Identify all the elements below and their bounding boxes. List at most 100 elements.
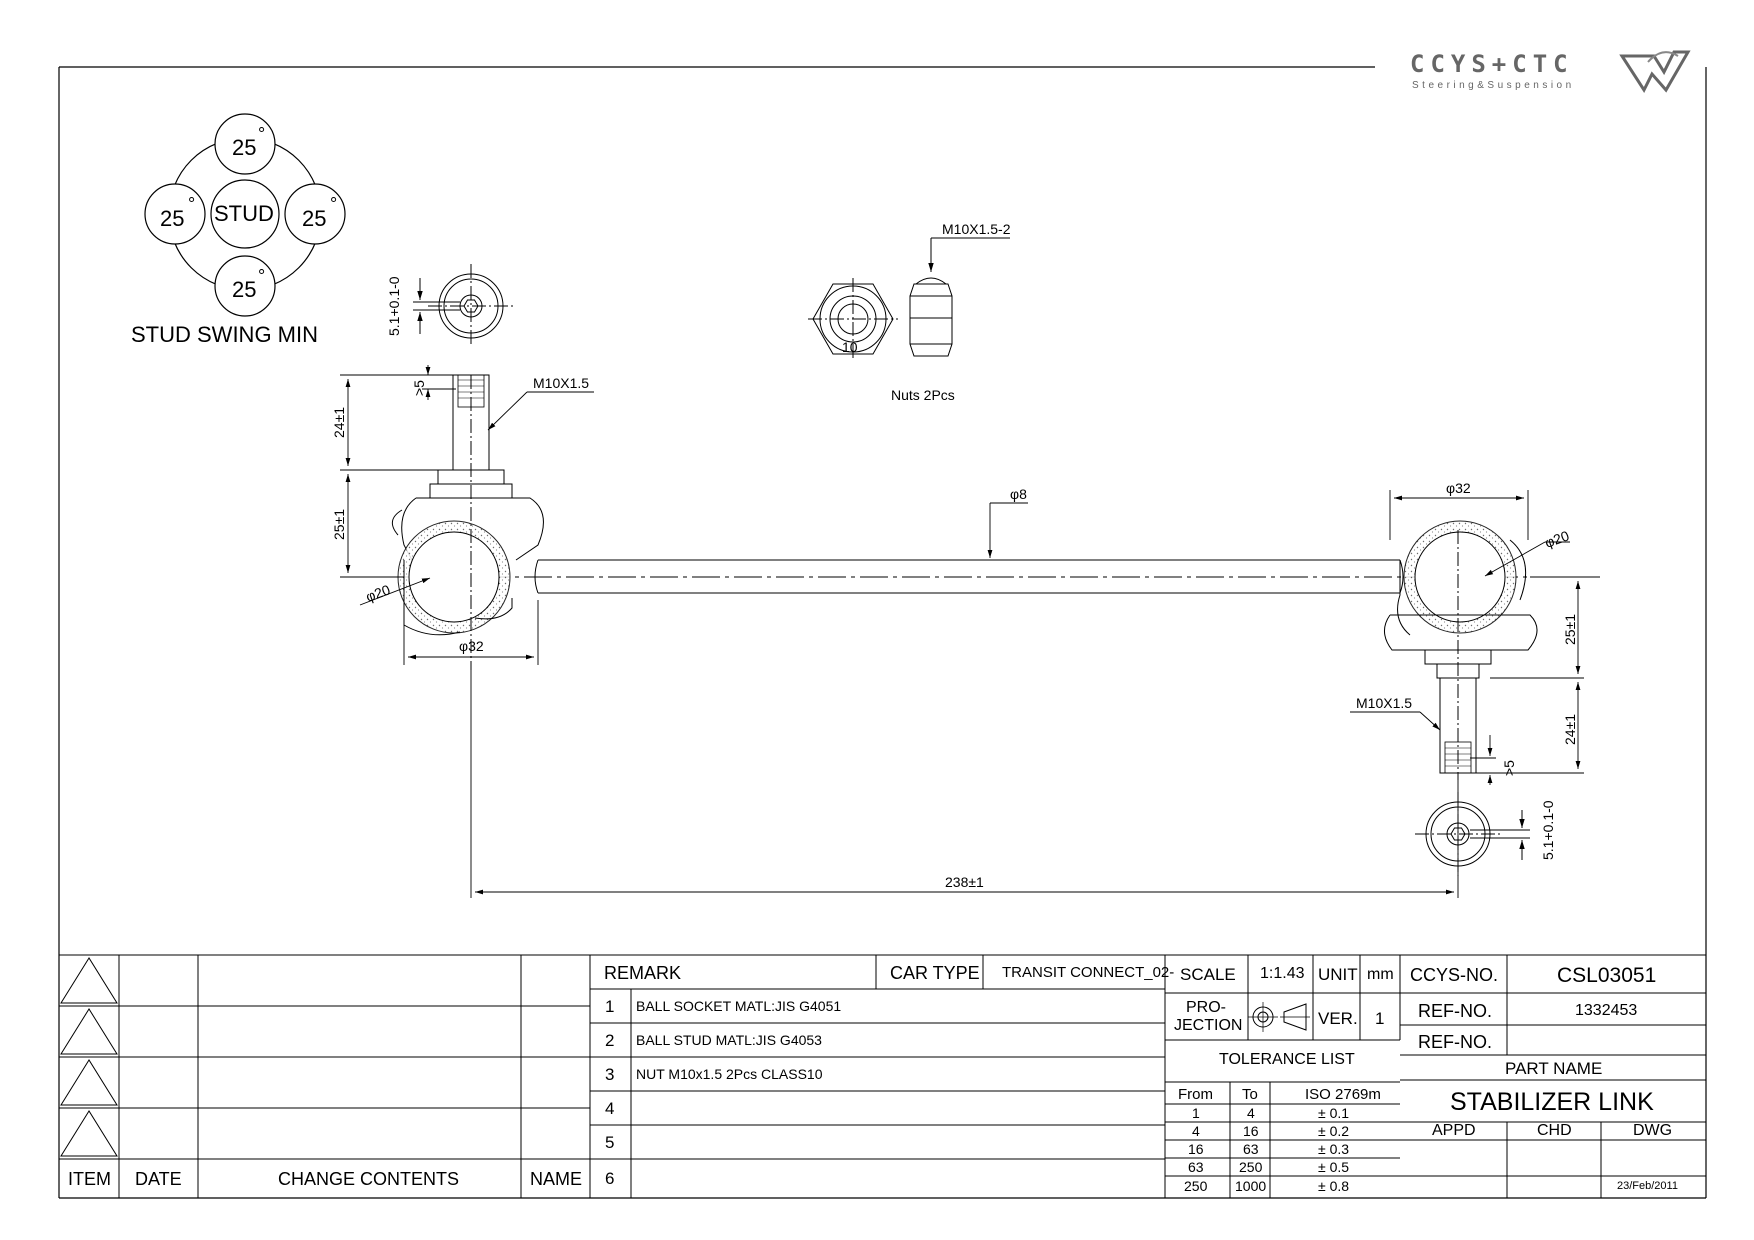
- swing-circle-top: [214, 113, 276, 175]
- housing-left: φ32: [459, 638, 484, 654]
- projection-label-2: JECTION: [1174, 1017, 1243, 1034]
- ccys-no-label: CCYS-NO.: [1410, 965, 1499, 985]
- projection-label-1: PRO-: [1186, 999, 1226, 1016]
- remark-row-no: 4: [605, 1099, 615, 1118]
- thread-min-left: >5: [411, 380, 427, 396]
- swing-circle-right: [284, 183, 346, 245]
- tol-to: 63: [1243, 1141, 1259, 1157]
- body-height-left: 25±1: [331, 509, 347, 540]
- tol-value: ± 0.3: [1318, 1141, 1350, 1157]
- swing-left-value: 25: [160, 206, 184, 231]
- thread-min-right: >5: [1501, 760, 1517, 776]
- housing-right: φ32: [1446, 480, 1471, 496]
- dimension-lines: [340, 365, 1584, 898]
- swing-center-label: STUD: [214, 201, 274, 226]
- rev-header-change: CHANGE CONTENTS: [278, 1169, 460, 1189]
- drawing-frame: [58, 66, 1707, 1199]
- remark-row-no: 1: [605, 997, 615, 1016]
- company-logo: CCYS+CTC Steering&Suspension: [1410, 44, 1710, 100]
- ball-right: φ20: [1543, 527, 1572, 551]
- nut-thread: M10X1.5-2: [942, 221, 1011, 237]
- tolerance-title: TOLERANCE LIST: [1219, 1051, 1355, 1068]
- car-type-value: TRANSIT CONNECT_02-: [1002, 964, 1175, 981]
- tol-to: 4: [1247, 1105, 1255, 1121]
- right-stud-bottom-view: [1415, 792, 1530, 876]
- tol-from: 16: [1188, 1141, 1204, 1157]
- swing-right-degree: °: [330, 194, 337, 214]
- right-ball-joint: [1384, 520, 1538, 780]
- chd-label: CHD: [1537, 1122, 1572, 1139]
- title-block-grid: [59, 954, 1706, 1198]
- remark-row-text: NUT M10x1.5 2Pcs CLASS10: [636, 1066, 823, 1082]
- tol-header-std: ISO 2769m: [1305, 1086, 1381, 1103]
- unit-value: mm: [1367, 966, 1394, 983]
- ref-no2-label: REF-NO.: [1418, 1032, 1492, 1052]
- unit-label: UNIT: [1318, 965, 1358, 984]
- tol-to: 250: [1239, 1159, 1263, 1175]
- tol-to: 16: [1243, 1123, 1259, 1139]
- ref-no-value: 1332453: [1575, 1002, 1638, 1019]
- nuts-caption: Nuts 2Pcs: [891, 387, 955, 403]
- part-name-label: PART NAME: [1505, 1059, 1603, 1078]
- logo-mark-icon: [1619, 50, 1691, 94]
- stud-length-right: 24±1: [1562, 714, 1578, 745]
- nut-front-view: [808, 278, 898, 360]
- rod-diameter: φ8: [1010, 486, 1027, 502]
- swing-top-value: 25: [232, 135, 256, 160]
- swing-left-degree: °: [188, 194, 195, 214]
- tol-header-to: To: [1242, 1086, 1258, 1103]
- thread-left: M10X1.5: [533, 375, 589, 391]
- ver-value: 1: [1375, 1009, 1385, 1028]
- nut-side-view: [909, 237, 1010, 357]
- dwg-label: DWG: [1633, 1122, 1673, 1139]
- left-stud-top-view: [413, 264, 514, 346]
- appd-label: APPD: [1432, 1122, 1476, 1139]
- stud-swing-caption: STUD SWING MIN: [131, 322, 318, 347]
- ver-label: VER.: [1318, 1009, 1358, 1028]
- tol-value: ± 0.1: [1318, 1105, 1350, 1121]
- tol-from: 250: [1184, 1178, 1208, 1194]
- stabilizer-rod: [356, 559, 1600, 594]
- thread-right: M10X1.5: [1356, 695, 1412, 711]
- remark-label: REMARK: [604, 963, 682, 983]
- rev-header-date: DATE: [135, 1169, 182, 1189]
- remark-row-text: BALL STUD MATL:JIS G4053: [636, 1032, 822, 1048]
- remark-row-no: 3: [605, 1065, 615, 1084]
- rev-header-item: ITEM: [68, 1169, 111, 1189]
- swing-top-degree: °: [258, 124, 265, 144]
- tol-value: ± 0.8: [1318, 1178, 1350, 1194]
- rev-header-name: NAME: [530, 1169, 583, 1189]
- swing-right-value: 25: [302, 206, 326, 231]
- swing-circle-left: [144, 183, 206, 245]
- tol-from: 1: [1192, 1105, 1200, 1121]
- car-type-label: CAR TYPE: [890, 963, 980, 983]
- tol-value: ± 0.5: [1318, 1159, 1350, 1175]
- ref-no-label: REF-NO.: [1418, 1001, 1492, 1021]
- tol-to: 1000: [1235, 1178, 1267, 1194]
- hole-tolerance-right: 5.1+0.1-0: [1540, 800, 1556, 860]
- part-name-value: STABILIZER LINK: [1450, 1088, 1654, 1116]
- scale-label: SCALE: [1180, 965, 1236, 984]
- tol-from: 4: [1192, 1123, 1200, 1139]
- stud-swing-diagram: 25 ° 25 ° 25 ° 25 ° STUD STUD SWING MIN: [131, 113, 346, 347]
- stud-length-left: 24±1: [331, 407, 347, 438]
- hole-tolerance-left: 5.1+0.1-0: [386, 276, 402, 336]
- logo-brand: CCYS+CTC: [1410, 50, 1574, 78]
- swing-circle-center: [210, 179, 280, 249]
- ccys-no-value: CSL03051: [1557, 964, 1657, 987]
- left-ball-joint: [391, 374, 544, 670]
- scale-value: 1:1.43: [1260, 965, 1305, 982]
- remark-row-no: 2: [605, 1031, 615, 1050]
- nut-size: 10: [842, 339, 858, 355]
- remark-row-no: 6: [605, 1169, 615, 1188]
- overall-length: 238±1: [945, 874, 984, 890]
- logo-tagline: Steering&Suspension: [1412, 80, 1575, 91]
- swing-bottom-value: 25: [232, 277, 256, 302]
- remark-row-text: BALL SOCKET MATL:JIS G4051: [636, 998, 842, 1014]
- swing-circle-bottom: [214, 255, 276, 317]
- swing-bottom-degree: °: [258, 266, 265, 286]
- dimension-labels: 24±1 25±1 >5 M10X1.5 φ20 φ32 φ8 φ32 φ20 …: [331, 375, 1578, 890]
- tol-header-from: From: [1178, 1086, 1213, 1103]
- tol-value: ± 0.2: [1318, 1123, 1350, 1139]
